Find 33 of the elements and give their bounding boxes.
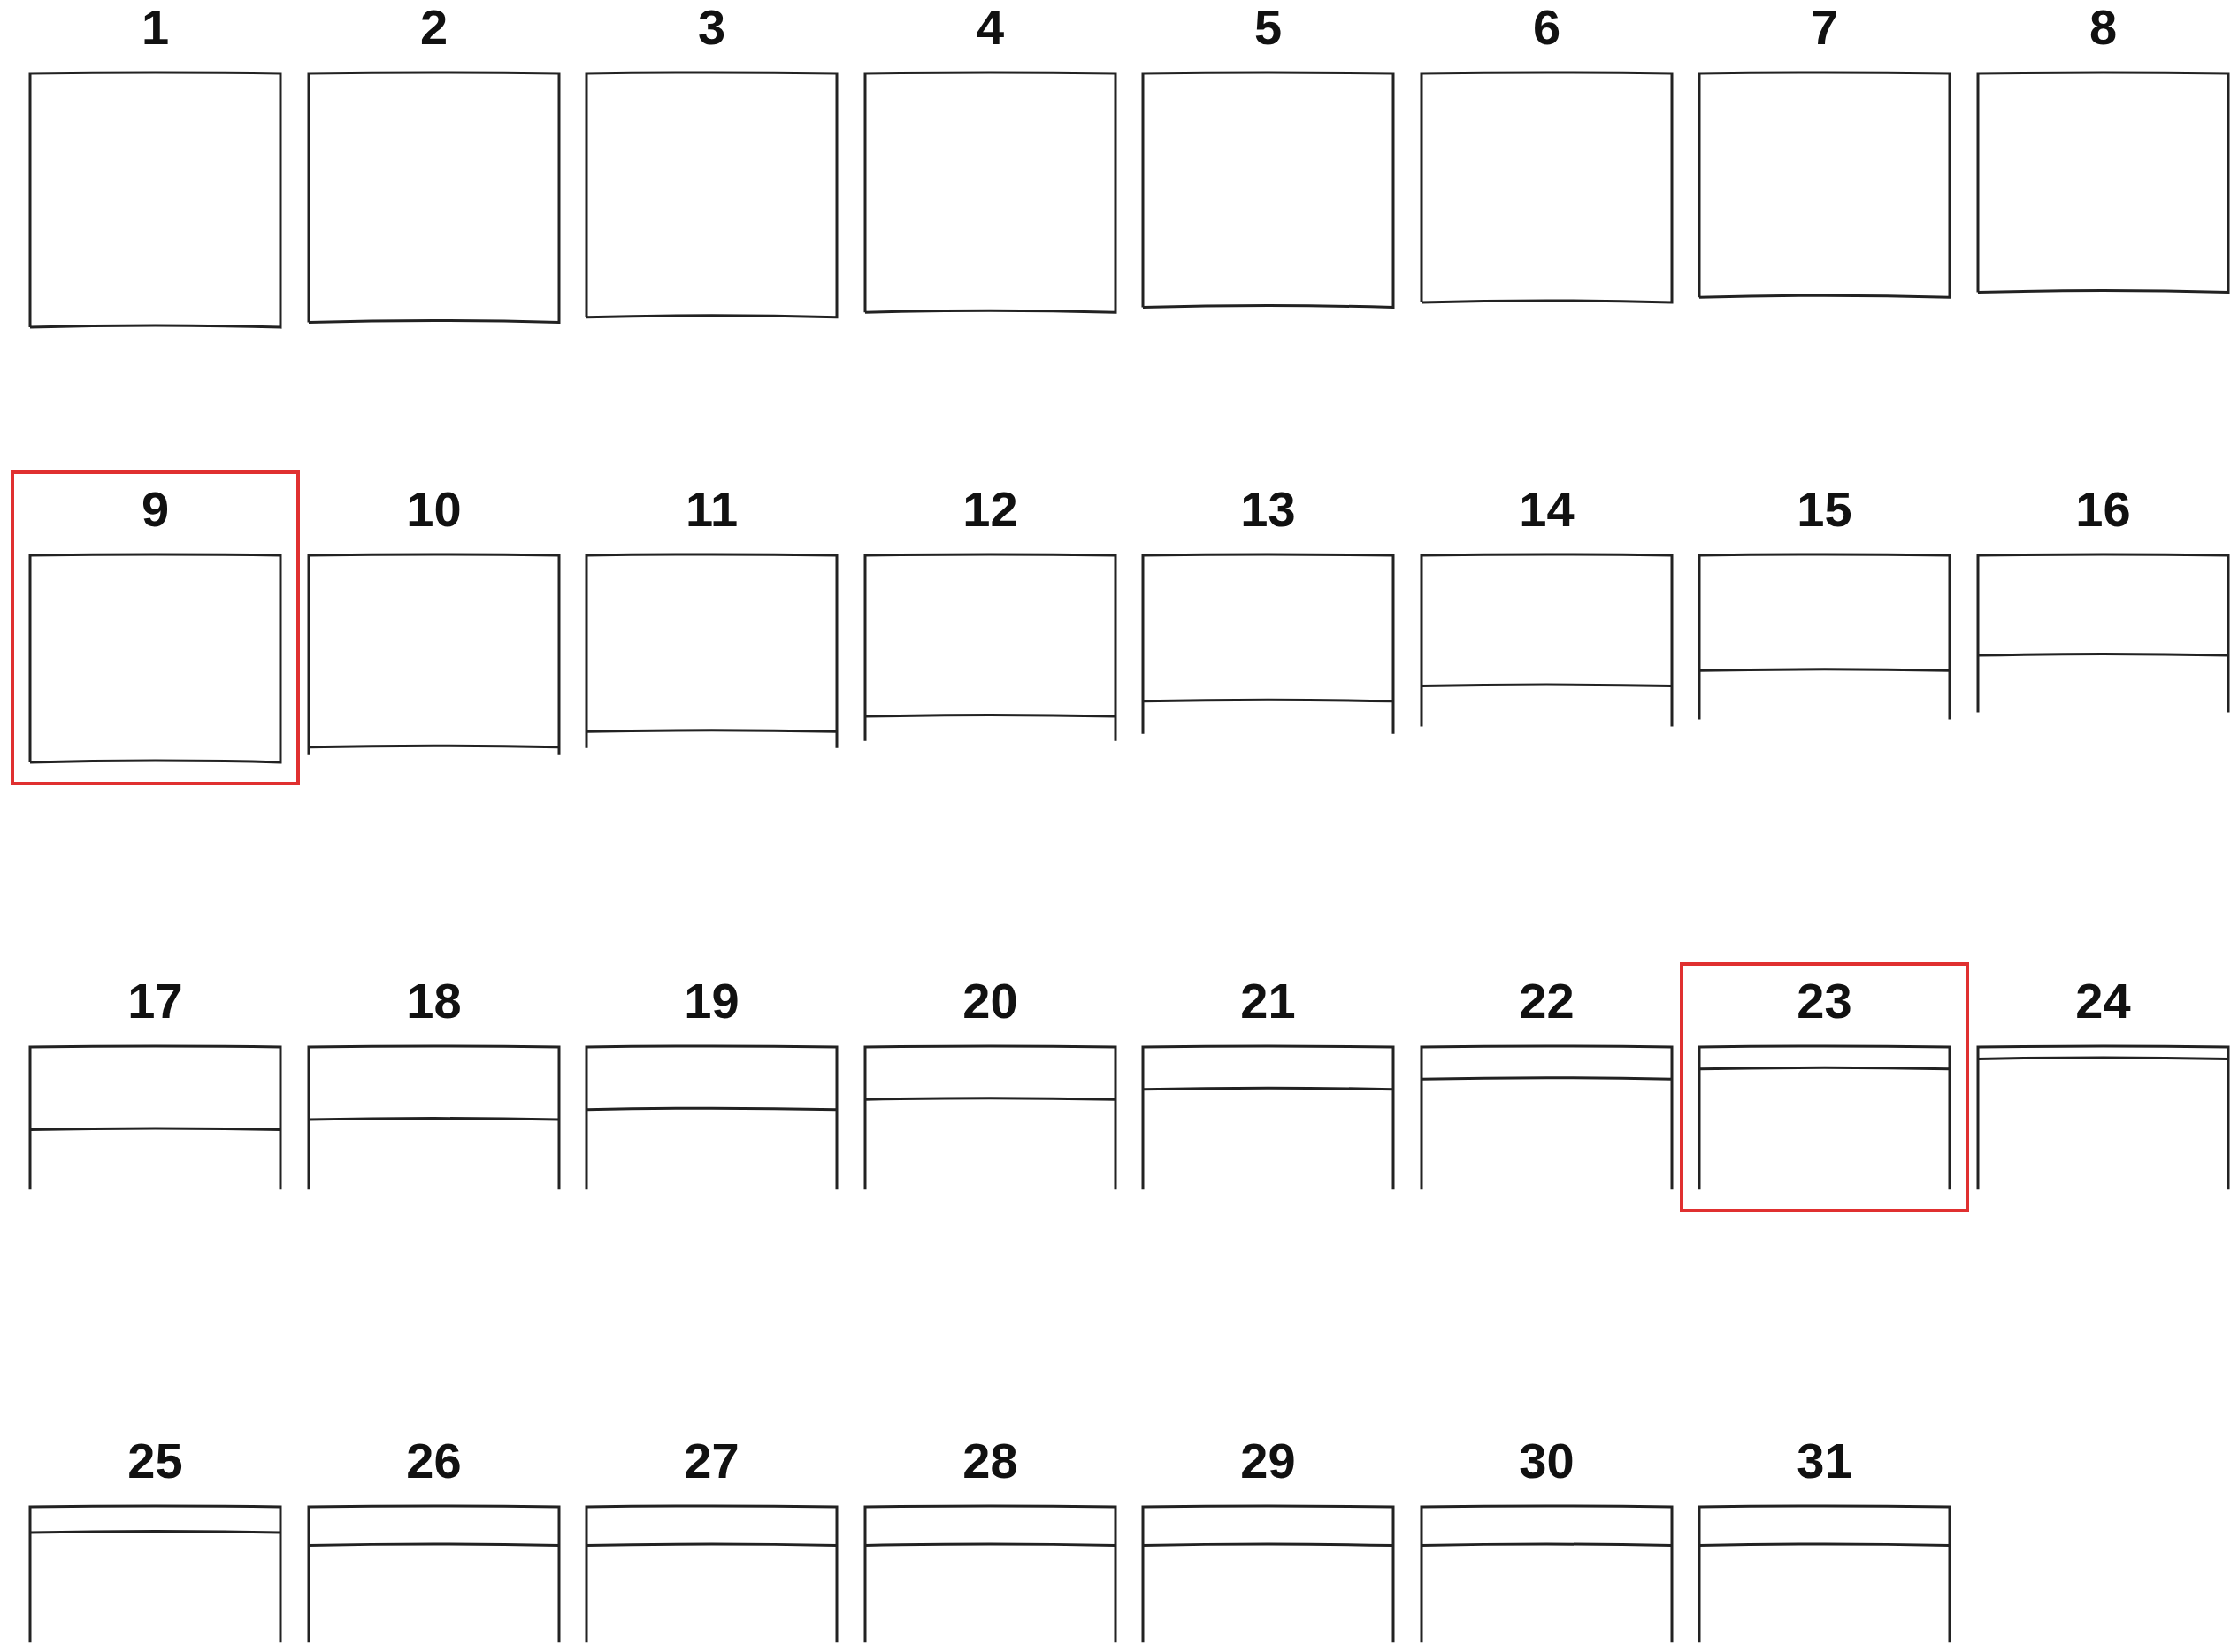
- frame-number: 1: [140, 0, 171, 56]
- frame-number: 25: [126, 1433, 184, 1489]
- frame-number: 11: [684, 481, 740, 538]
- frame-number: 18: [405, 973, 463, 1029]
- frame-number: 27: [683, 1433, 740, 1489]
- highlight-frame: [1680, 962, 1969, 1213]
- frame-number: 9: [140, 481, 171, 538]
- frame-number: 22: [1518, 973, 1575, 1029]
- frame-number: 15: [1796, 481, 1853, 538]
- frame-number: 16: [2074, 481, 2132, 538]
- frame-number: 2: [418, 0, 449, 56]
- frame-number: 23: [1796, 973, 1853, 1029]
- frame-number: 7: [1809, 0, 1840, 56]
- frame-number: 29: [1239, 1433, 1297, 1489]
- highlight-frame: [11, 470, 300, 785]
- frame-number: 6: [1531, 0, 1562, 56]
- frame-number: 21: [1239, 973, 1297, 1029]
- frame-number: 8: [2088, 0, 2119, 56]
- frame-number: 4: [975, 0, 1006, 56]
- frame-number: 31: [1796, 1433, 1853, 1489]
- frame-number: 26: [405, 1433, 463, 1489]
- frame-number: 5: [1253, 0, 1284, 56]
- frame-number: 3: [696, 0, 727, 56]
- frame-number: 10: [405, 481, 463, 538]
- frame-number: 24: [2074, 973, 2132, 1029]
- frame-number: 17: [126, 973, 184, 1029]
- frame-number: 12: [962, 481, 1019, 538]
- frame-number: 19: [683, 973, 740, 1029]
- frame-number: 13: [1239, 481, 1297, 538]
- frame-number: 30: [1518, 1433, 1575, 1489]
- frame-number: 28: [962, 1433, 1019, 1489]
- frame-number: 20: [962, 973, 1019, 1029]
- frame-number: 14: [1518, 481, 1575, 538]
